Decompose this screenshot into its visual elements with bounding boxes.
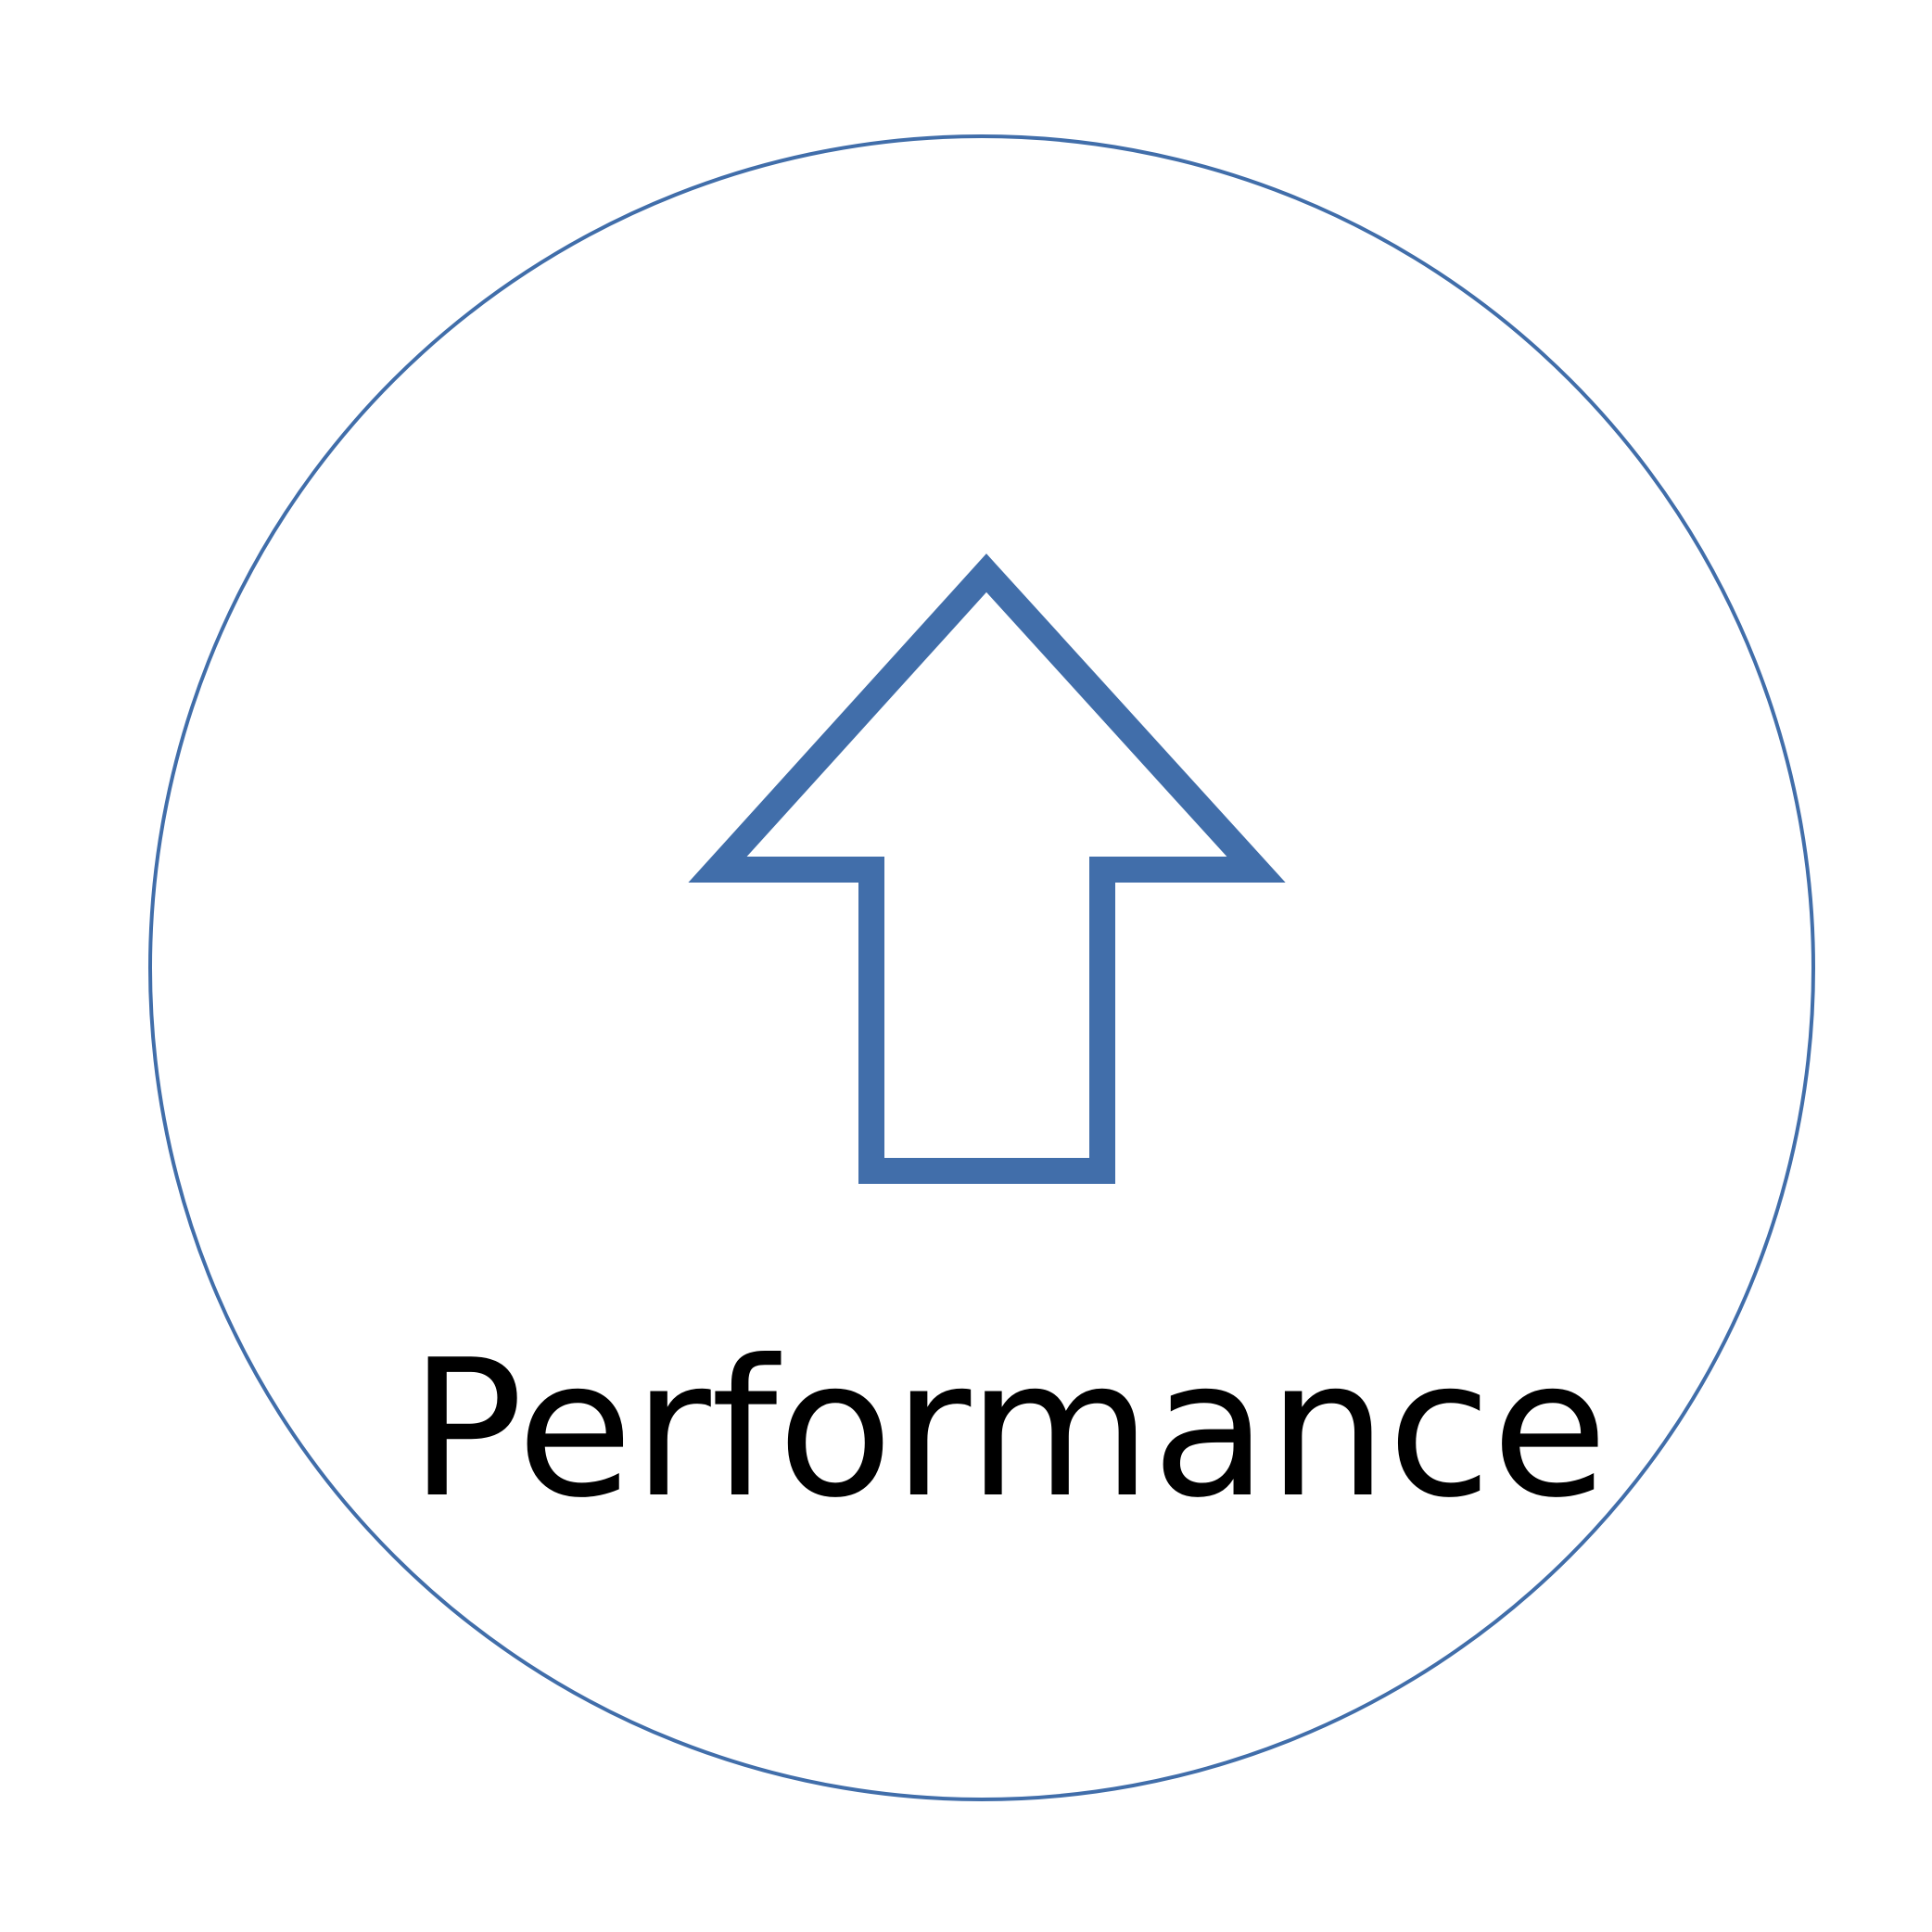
- arrow-up-outline-icon: [688, 553, 1286, 1184]
- performance-label: Performance: [410, 1320, 1608, 1540]
- circle-outline-icon: [148, 134, 1815, 1801]
